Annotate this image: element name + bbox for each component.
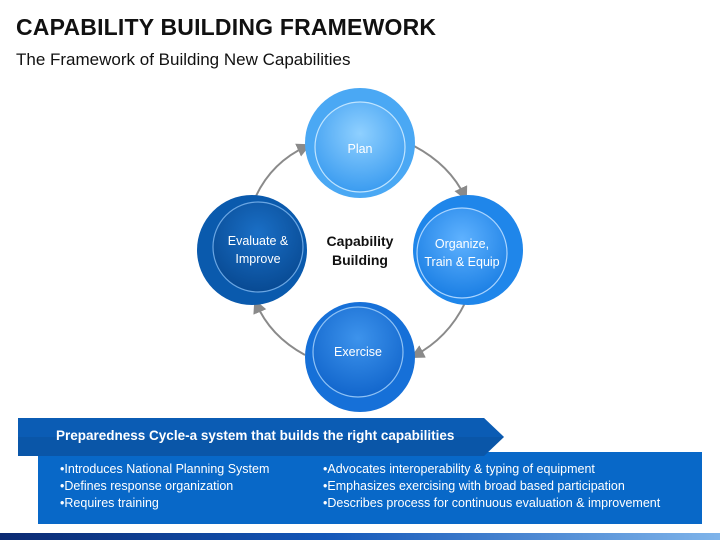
- plan-text: Plan: [347, 142, 373, 156]
- bullet-text: Describes process for continuous evaluat…: [327, 496, 661, 510]
- info-panel: [38, 452, 702, 524]
- bullet-text: Defines response organization: [64, 479, 234, 493]
- center-label-line1: Capability: [326, 233, 394, 249]
- bullet-text: Requires training: [64, 496, 159, 510]
- organize-text-line2: Train & Equip: [424, 255, 500, 269]
- evaluate-text-line1: Evaluate &: [227, 234, 289, 248]
- node-evaluate: [197, 195, 307, 305]
- arrow-plan-to-organize: [413, 145, 468, 201]
- exercise-text: Exercise: [334, 345, 382, 359]
- evaluate-text-line2: Improve: [235, 252, 281, 266]
- left-bullet-list: •Introduces National Planning System •De…: [60, 461, 269, 512]
- banner-arrow: [18, 418, 504, 456]
- list-item: •Defines response organization: [60, 479, 234, 493]
- center-label-line2: Building: [332, 252, 388, 268]
- right-bullet-list: •Advocates interoperability & typing of …: [323, 461, 660, 512]
- list-item: •Requires training: [60, 496, 159, 510]
- list-item: •Emphasizes exercising with broad based …: [323, 479, 625, 493]
- center-label: Capability Building: [310, 232, 410, 270]
- node-organize: [413, 195, 523, 305]
- bullet-text: Emphasizes exercising with broad based p…: [327, 479, 625, 493]
- banner-text: Preparedness Cycle-a system that builds …: [56, 428, 455, 443]
- arrow-organize-to-exercise: [410, 302, 466, 358]
- bullet-text: Introduces National Planning System: [64, 462, 270, 476]
- arrow-exercise-to-evaluate: [253, 299, 306, 356]
- node-plan-label: Plan: [310, 140, 410, 158]
- arrow-evaluate-to-plan: [255, 143, 311, 197]
- bottom-accent-bar: [0, 533, 720, 540]
- node-organize-label: Organize, Train & Equip: [412, 235, 512, 271]
- list-item: •Introduces National Planning System: [60, 462, 270, 476]
- page-title: CAPABILITY BUILDING FRAMEWORK: [16, 14, 437, 40]
- node-plan: [305, 88, 415, 198]
- node-exercise-label: Exercise: [308, 343, 408, 361]
- page-subtitle: The Framework of Building New Capabiliti…: [16, 50, 351, 69]
- node-exercise: [305, 302, 415, 412]
- organize-text-line1: Organize,: [434, 237, 490, 251]
- bullet-text: Advocates interoperability & typing of e…: [327, 462, 595, 476]
- list-item: •Describes process for continuous evalua…: [323, 496, 661, 510]
- node-evaluate-label: Evaluate & Improve: [208, 232, 308, 268]
- list-item: •Advocates interoperability & typing of …: [323, 462, 595, 476]
